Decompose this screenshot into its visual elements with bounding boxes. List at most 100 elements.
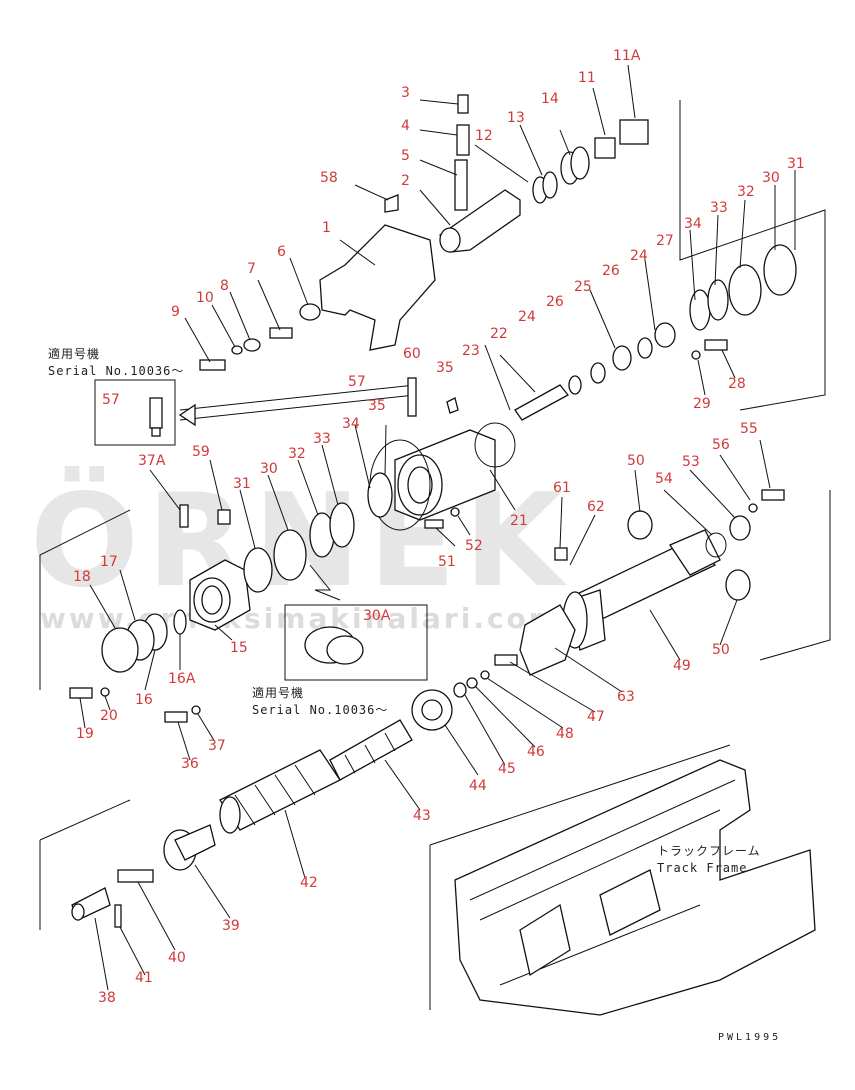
part-number: 31	[233, 476, 251, 492]
part-number: 30A	[363, 608, 391, 624]
part-number: 37A	[138, 453, 166, 469]
part-number: 14	[541, 91, 559, 107]
cylinder-housing	[369, 377, 516, 531]
part-number: 44	[469, 778, 487, 794]
part-number: 50	[627, 453, 645, 469]
part-number: 58	[320, 170, 338, 186]
part-number: 13	[507, 110, 525, 126]
part-number: 52	[465, 538, 483, 554]
applicability-label-serial: Serial No.10036～	[48, 364, 184, 378]
part-number: 27	[656, 233, 674, 249]
part-number: 31	[787, 156, 805, 172]
part-number: 59	[192, 444, 210, 460]
inset-box-57	[94, 379, 176, 446]
part-number: 16	[135, 692, 153, 708]
part-number: 38	[98, 990, 116, 1006]
part-number: 4	[401, 118, 410, 134]
idler-rod-assembly	[514, 244, 797, 421]
part-number: 33	[710, 200, 728, 216]
part-number: 57	[348, 374, 366, 390]
inset-box-30A	[284, 564, 428, 681]
applicability-label-jp-2: 適用号機	[252, 685, 304, 700]
recoil-springs	[71, 689, 453, 928]
part-number: 47	[587, 709, 605, 725]
part-number: 28	[728, 376, 746, 392]
part-number: 34	[684, 216, 702, 232]
part-number: 26	[546, 294, 564, 310]
part-number: 40	[168, 950, 186, 966]
recoil-cylinder	[453, 489, 785, 698]
part-number: 3	[401, 85, 410, 101]
spring-housing-assembly	[69, 472, 393, 723]
part-number: 23	[462, 343, 480, 359]
part-number: 21	[510, 513, 528, 529]
part-number: 36	[181, 756, 199, 772]
part-number: 10	[196, 290, 214, 306]
recoil-bracket-assembly	[199, 94, 649, 371]
part-number: 51	[438, 554, 456, 570]
part-number: 6	[277, 244, 286, 260]
part-number: 16A	[168, 671, 196, 687]
part-number: 57	[102, 392, 120, 408]
part-number: 50	[712, 642, 730, 658]
part-number: 22	[490, 326, 508, 342]
track-frame-label-jp: トラックフレーム	[657, 844, 761, 858]
applicability-label-jp: 適用号機	[48, 346, 100, 361]
part-number: 41	[135, 970, 153, 986]
part-number: 19	[76, 726, 94, 742]
part-number: 9	[171, 304, 180, 320]
part-number: 29	[693, 396, 711, 412]
track-frame	[454, 759, 816, 1016]
part-number: 30	[260, 461, 278, 477]
part-number: 15	[230, 640, 248, 656]
part-number: 63	[617, 689, 635, 705]
part-number: 25	[574, 279, 592, 295]
part-number: 7	[247, 261, 256, 277]
part-number: 61	[553, 480, 571, 496]
part-number: 60	[403, 346, 421, 362]
part-number: 24	[518, 309, 536, 325]
part-number: 2	[401, 173, 410, 189]
part-number: 35	[436, 360, 454, 376]
part-number: 39	[222, 918, 240, 934]
part-number: 43	[413, 808, 431, 824]
part-number: 56	[712, 437, 730, 453]
part-number-callouts: 3 4 5 2 58 1 6 7 8 10 9 12 13 14 11 11A …	[73, 48, 805, 1006]
part-number: 49	[673, 658, 691, 674]
guide-lines	[39, 100, 831, 1010]
drawing-code: PWL1995	[718, 1032, 781, 1043]
part-number: 32	[288, 446, 306, 462]
part-number: 48	[556, 726, 574, 742]
applicability-label-bottom: 適用号機 Serial No.10036～	[252, 685, 388, 717]
part-number: 1	[322, 220, 331, 236]
leader-lines	[79, 64, 796, 991]
part-number: 53	[682, 454, 700, 470]
part-number: 18	[73, 569, 91, 585]
part-number: 17	[100, 554, 118, 570]
part-number: 54	[655, 471, 673, 487]
part-number: 26	[602, 263, 620, 279]
part-number: 20	[100, 708, 118, 724]
part-number: 62	[587, 499, 605, 515]
part-number: 46	[527, 744, 545, 760]
part-number: 24	[630, 248, 648, 264]
part-number: 35	[368, 398, 386, 414]
part-number: 8	[220, 278, 229, 294]
track-frame-label: トラックフレーム Track Frame	[657, 844, 761, 875]
part-number: 5	[401, 148, 410, 164]
part-number: 30	[762, 170, 780, 186]
part-number: 34	[342, 416, 360, 432]
part-number: 11	[578, 70, 596, 86]
part-number: 37	[208, 738, 226, 754]
part-number: 55	[740, 421, 758, 437]
applicability-label-serial-2: Serial No.10036～	[252, 703, 388, 717]
part-number: 45	[498, 761, 516, 777]
track-frame-label-en: Track Frame	[657, 861, 747, 875]
applicability-label-top: 適用号機 Serial No.10036～	[48, 346, 184, 378]
part-number: 12	[475, 128, 493, 144]
part-number: 33	[313, 431, 331, 447]
part-number: 32	[737, 184, 755, 200]
part-number: 42	[300, 875, 318, 891]
part-number: 11A	[613, 48, 641, 64]
